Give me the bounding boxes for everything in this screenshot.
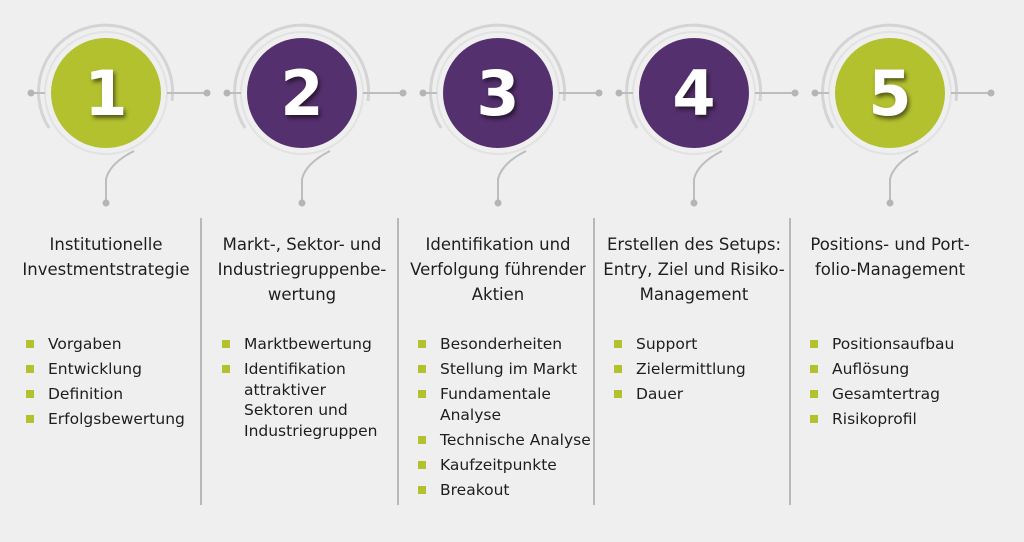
step-4: 4 Erstellen des Setups: Entry, Ziel und … — [596, 0, 792, 542]
list-item: Besonderheiten — [418, 334, 592, 355]
step-title: Erstellen des Setups: Entry, Ziel und Ri… — [603, 235, 785, 304]
step-title: Positions- und Port-folio-Management — [810, 235, 970, 279]
step-bullet-list: Positionsaufbau Auflösung Gesamtertrag R… — [810, 334, 984, 434]
bullet-square-icon — [418, 365, 426, 373]
list-item: Support — [614, 334, 788, 355]
bullet-square-icon — [810, 365, 818, 373]
left-connector-dot — [223, 89, 231, 97]
list-item: Stellung im Markt — [418, 359, 592, 380]
list-item: Marktbewertung — [222, 334, 396, 355]
down-connector-dot — [102, 199, 110, 207]
list-item: Fundamentale Analyse — [418, 384, 592, 425]
list-item: Gesamtertrag — [810, 384, 984, 405]
left-connector-dot — [615, 89, 623, 97]
left-connector-dot — [27, 89, 35, 97]
bullet-square-icon — [26, 390, 34, 398]
bullet-square-icon — [810, 390, 818, 398]
down-connector-line — [889, 150, 919, 201]
bullet-square-icon — [418, 460, 426, 469]
list-item: Dauer — [614, 384, 788, 405]
step-number-circle: 5 — [835, 38, 945, 148]
right-connector-dot — [791, 89, 799, 97]
bullet-square-icon — [418, 485, 426, 494]
down-connector-line — [693, 150, 723, 201]
down-connector-line — [497, 150, 527, 201]
list-item: Zielermittlung — [614, 359, 788, 380]
step-title: Markt-, Sektor- und Industriegruppenbe-w… — [217, 235, 387, 304]
step-title: Institutionelle Investmentstrategie — [22, 235, 190, 279]
bullet-square-icon — [810, 415, 818, 423]
list-item: Auflösung — [810, 359, 984, 380]
column-divider — [593, 218, 595, 505]
step-1: 1 Institutionelle Investmentstrategie Vo… — [8, 0, 204, 542]
column-divider — [200, 218, 202, 505]
bullet-square-icon — [810, 340, 818, 348]
outer-ring-arc — [37, 23, 175, 129]
down-connector-dot — [494, 199, 502, 207]
list-item: Technische Analyse — [418, 430, 592, 451]
right-connector-dot — [595, 89, 603, 97]
down-connector-line — [105, 150, 135, 201]
outer-ring-arc — [233, 23, 371, 129]
bullet-square-icon — [418, 435, 426, 444]
bullet-square-icon — [222, 340, 230, 348]
bullet-square-icon — [26, 340, 34, 348]
list-item: Risikoprofil — [810, 409, 984, 430]
outer-ring-arc — [429, 23, 567, 129]
list-item: Entwicklung — [26, 359, 200, 380]
step-number-circle: 1 — [51, 38, 161, 148]
bullet-square-icon — [614, 340, 622, 348]
bullet-square-icon — [222, 365, 230, 373]
bullet-square-icon — [418, 390, 426, 398]
right-connector-dot — [987, 89, 995, 97]
list-item: Definition — [26, 384, 200, 405]
step-bullet-list: Support Zielermittlung Dauer — [614, 334, 788, 409]
column-divider — [789, 218, 791, 505]
column-divider — [397, 218, 399, 505]
list-item: Identifikation attraktiver Sektoren und … — [222, 359, 396, 441]
bullet-square-icon — [614, 390, 622, 398]
step-bullet-list: Marktbewertung Identifikation attraktive… — [222, 334, 396, 446]
left-connector-dot — [811, 89, 819, 97]
outer-ring-arc — [821, 23, 959, 129]
step-title: Identifikation und Verfolgung führender … — [410, 235, 586, 304]
list-item: Kaufzeitpunkte — [418, 455, 592, 476]
step-5: 5 Positions- und Port-folio-Management P… — [792, 0, 988, 542]
down-connector-dot — [886, 199, 894, 207]
step-2: 2 Markt-, Sektor- und Industriegruppenbe… — [204, 0, 400, 542]
right-connector-dot — [203, 89, 211, 97]
step-bullet-list: Vorgaben Entwicklung Definition Erfolgsb… — [26, 334, 200, 434]
list-item: Vorgaben — [26, 334, 200, 355]
list-item: Breakout — [418, 480, 592, 501]
bullet-square-icon — [614, 365, 622, 373]
step-number-circle: 4 — [639, 38, 749, 148]
step-number-circle: 3 — [443, 38, 553, 148]
down-connector-dot — [298, 199, 306, 207]
step-bullet-list: Besonderheiten Stellung im Markt Fundame… — [418, 334, 592, 505]
outer-ring-arc — [625, 23, 763, 129]
right-connector-dot — [399, 89, 407, 97]
step-number-circle: 2 — [247, 38, 357, 148]
step-3: 3 Identifikation und Verfolgung führende… — [400, 0, 596, 542]
bullet-square-icon — [26, 365, 34, 373]
bullet-square-icon — [26, 415, 34, 423]
bullet-square-icon — [418, 340, 426, 348]
down-connector-dot — [690, 199, 698, 207]
left-connector-dot — [419, 89, 427, 97]
down-connector-line — [301, 150, 331, 201]
list-item: Erfolgsbewertung — [26, 409, 200, 430]
list-item: Positionsaufbau — [810, 334, 984, 355]
